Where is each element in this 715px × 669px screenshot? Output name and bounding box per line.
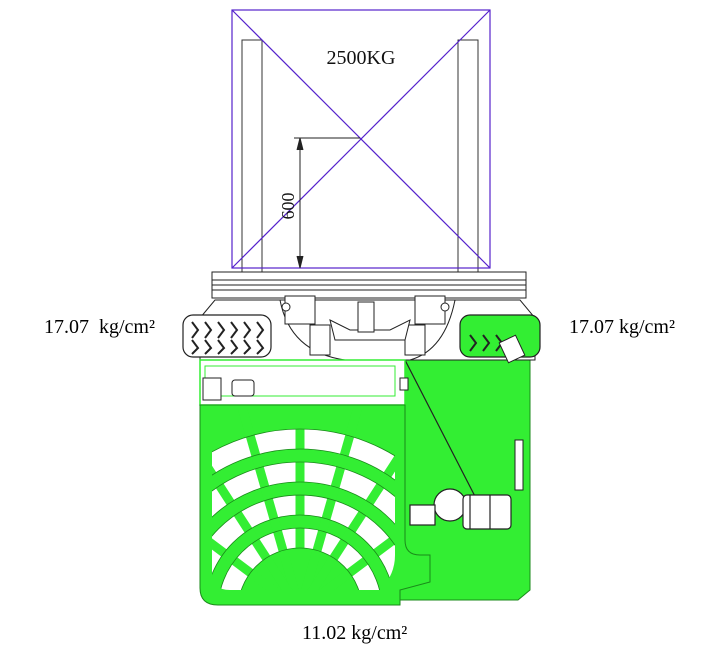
right-fork (457, 39, 479, 289)
mast-assembly (279, 295, 456, 361)
rear-pressure-label: 11.02 kg/cm² (302, 622, 408, 644)
front-left-pressure-label: 17.07 kg/cm² (44, 316, 155, 338)
front-right-tire (459, 314, 541, 364)
load-center-dimension (294, 137, 360, 269)
counterweight-grille (212, 410, 395, 590)
drive-motor (409, 488, 512, 530)
load-outline (231, 9, 491, 269)
battery-compartment (199, 359, 409, 406)
forks (241, 39, 479, 289)
chassis-diagonal-line (404, 359, 483, 511)
front-left-tire (182, 314, 272, 358)
dimension-text: 600 (278, 193, 298, 220)
side-step (514, 439, 524, 491)
left-fork (241, 39, 263, 289)
front-right-pressure-label: 17.07 kg/cm² (569, 316, 675, 338)
load-capacity-text: 2500KG (327, 47, 396, 69)
fork-carriage (211, 271, 527, 299)
